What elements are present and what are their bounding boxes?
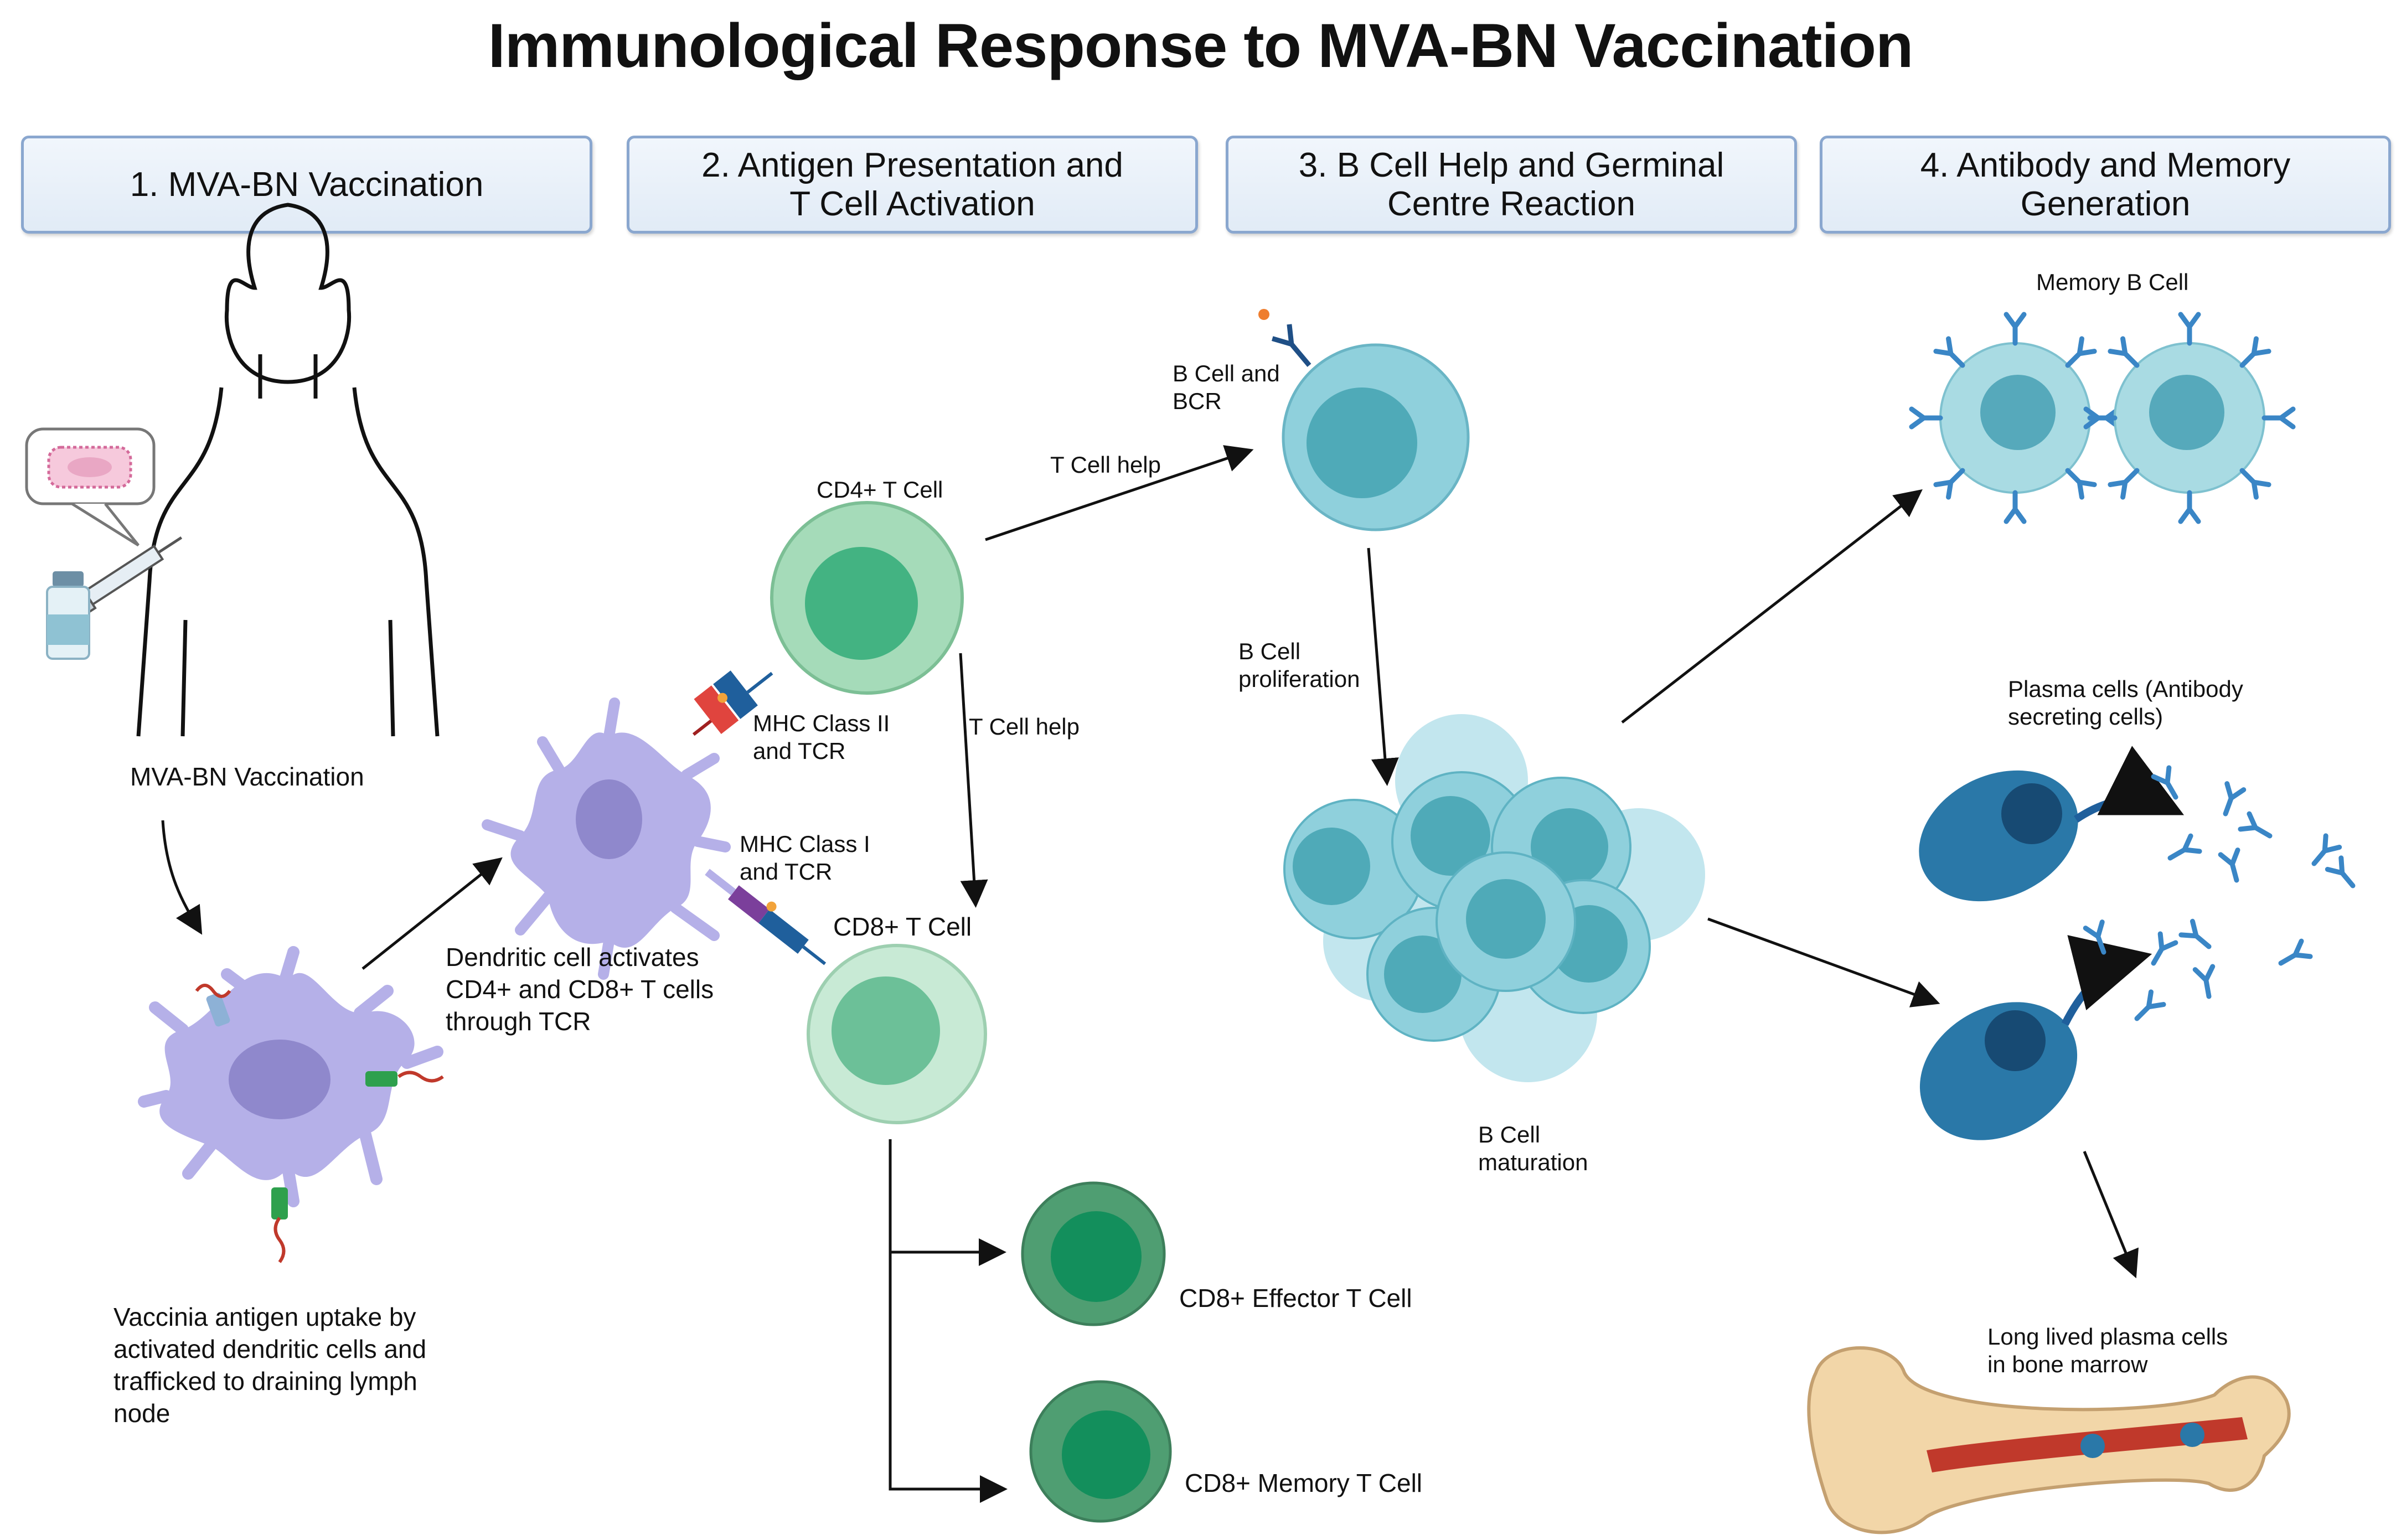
plasma-cells-label: Plasma cells (Antibody secreting cells) xyxy=(2008,676,2243,730)
dendritic-cell-icon xyxy=(482,697,731,980)
long-lived-plasma-label: Long lived plasma cells in bone marrow xyxy=(1987,1324,2228,1377)
t-cell-icon xyxy=(807,944,987,1124)
mhc-class-ii-label: MHC Class II and TCR xyxy=(753,710,890,764)
b-cell-icon xyxy=(1258,309,1470,531)
germinal-centre-icon xyxy=(1283,714,1705,1082)
t-cell-help-label: T Cell help xyxy=(1050,452,1161,478)
b-cell-proliferation-label: B Cell proliferation xyxy=(1238,638,1360,692)
b-cell-maturation-label: B Cell maturation xyxy=(1478,1122,1588,1175)
plasma-cell-icon xyxy=(1919,746,2185,902)
cd8-memory-label: CD8+ Memory T Cell xyxy=(1185,1469,1423,1497)
stage-2-header: 2. Antigen Presentation and T Cell Activ… xyxy=(627,136,1198,234)
human-silhouette-icon xyxy=(136,203,440,737)
antibody-icon xyxy=(2085,768,2359,1025)
memory-b-cell-label: Memory B Cell xyxy=(2036,269,2189,295)
stage-1-header: 1. MVA-BN Vaccination xyxy=(21,136,592,234)
t-cell-icon xyxy=(1029,1380,1172,1523)
page-title: Immunological Response to MVA-BN Vaccina… xyxy=(488,11,1914,80)
b-cell-bcr-label: B Cell and BCR xyxy=(1173,360,1280,414)
virus-particle-icon xyxy=(25,427,156,547)
bone-marrow-icon xyxy=(1807,1346,2291,1534)
t-cell-help-label: T Cell help xyxy=(969,714,1080,740)
vaccine-vial-icon xyxy=(46,571,90,660)
vaccination-label: MVA-BN Vaccination xyxy=(130,762,364,791)
stage-4-header: 4. Antibody and Memory Generation xyxy=(1820,136,2391,234)
mhc-class-i-tcr-icon xyxy=(705,869,827,965)
mhc-class-ii-tcr-icon xyxy=(692,670,773,736)
flow-arrows xyxy=(161,445,2139,1503)
mhc-class-i-label: MHC Class I and TCR xyxy=(740,831,870,885)
dendritic-cell-icon xyxy=(138,946,444,1263)
cd8-label: CD8+ T Cell xyxy=(833,912,972,941)
cd8-effector-label: CD8+ Effector T Cell xyxy=(1179,1284,1412,1312)
plasma-cell-icon xyxy=(1919,935,2152,1140)
t-cell-icon xyxy=(1021,1181,1166,1326)
cd4-label: CD4+ T Cell xyxy=(817,477,943,503)
stage-3-header: 3. B Cell Help and Germinal Centre React… xyxy=(1226,136,1797,234)
t-cell-icon xyxy=(770,501,964,695)
dc-activates-label: Dendritic cell activates CD4+ and CD8+ T… xyxy=(446,943,714,1036)
uptake-label: Vaccinia antigen uptake by activated den… xyxy=(113,1303,427,1428)
b-cell-icon xyxy=(2086,314,2293,521)
b-cell-icon xyxy=(1912,314,2119,521)
